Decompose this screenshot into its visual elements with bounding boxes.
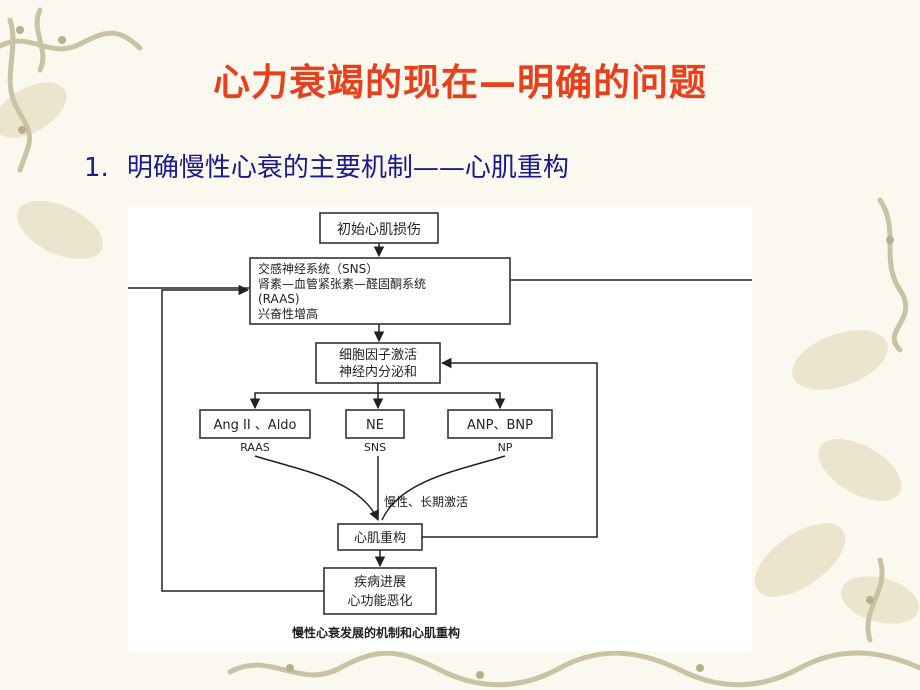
remodeling-label: 心肌重构 (354, 530, 406, 546)
np-label: NP (498, 441, 513, 454)
vine-buds (16, 26, 894, 679)
sns-label: SNS (364, 441, 386, 454)
leaf-decorations (0, 82, 920, 624)
slide-title: 心力衰竭的现在—明确的问题 (213, 61, 707, 104)
outcome-line-2: 心功能恶化 (347, 594, 412, 609)
initial-injury-label: 初始心肌损伤 (337, 221, 421, 238)
arrow-to-anp-bnp (378, 392, 506, 410)
activation-line-4: 兴奋性增高 (258, 306, 318, 321)
diagram-caption: 慢性心衰发展的机制和心肌重构 (292, 625, 460, 640)
bullet-number: 1. (84, 153, 109, 183)
activation-line-1: 交感神经系统（SNS） (258, 261, 378, 276)
activation-line-2: 肾素—血管紧张素—醛固酮系统 (258, 276, 426, 291)
feedback-loop-left (161, 284, 324, 592)
ne-label: NE (366, 418, 384, 433)
chronic-activation-label: 慢性、长期激活 (384, 495, 468, 509)
outcome-line-1: 疾病进展 (354, 575, 406, 590)
anp-bnp-label: ANP、BNP (467, 418, 533, 433)
vine-decorations (0, 7, 920, 688)
ang-aldo-box (199, 409, 311, 439)
bullet-text: 明确慢性心衰的主要机制——心肌重构 (126, 153, 569, 183)
curve-np-to-remodeling (381, 455, 506, 521)
cytokine-line-2: 神经内分泌和 (339, 364, 417, 380)
activation-box (249, 257, 511, 325)
cytokine-box (315, 342, 441, 384)
cytokine-line-1: 细胞因子激活 (339, 348, 417, 363)
activation-line-3: (RAAS) (258, 292, 300, 306)
outcome-box (323, 567, 437, 615)
bullet-point: 1. 明确慢性心衰的主要机制——心肌重构 (84, 147, 569, 184)
feedback-loop-right (422, 357, 598, 538)
curve-raas-to-remodeling (254, 455, 379, 521)
remodeling-box (337, 523, 423, 551)
initial-injury-box (319, 212, 439, 244)
anp-bnp-box (447, 409, 553, 439)
ang-aldo-label: Ang II 、Aldo (213, 418, 296, 433)
raas-label: RAAS (240, 441, 270, 454)
ne-box (345, 409, 405, 439)
arrow-to-ang-aldo (249, 383, 379, 410)
